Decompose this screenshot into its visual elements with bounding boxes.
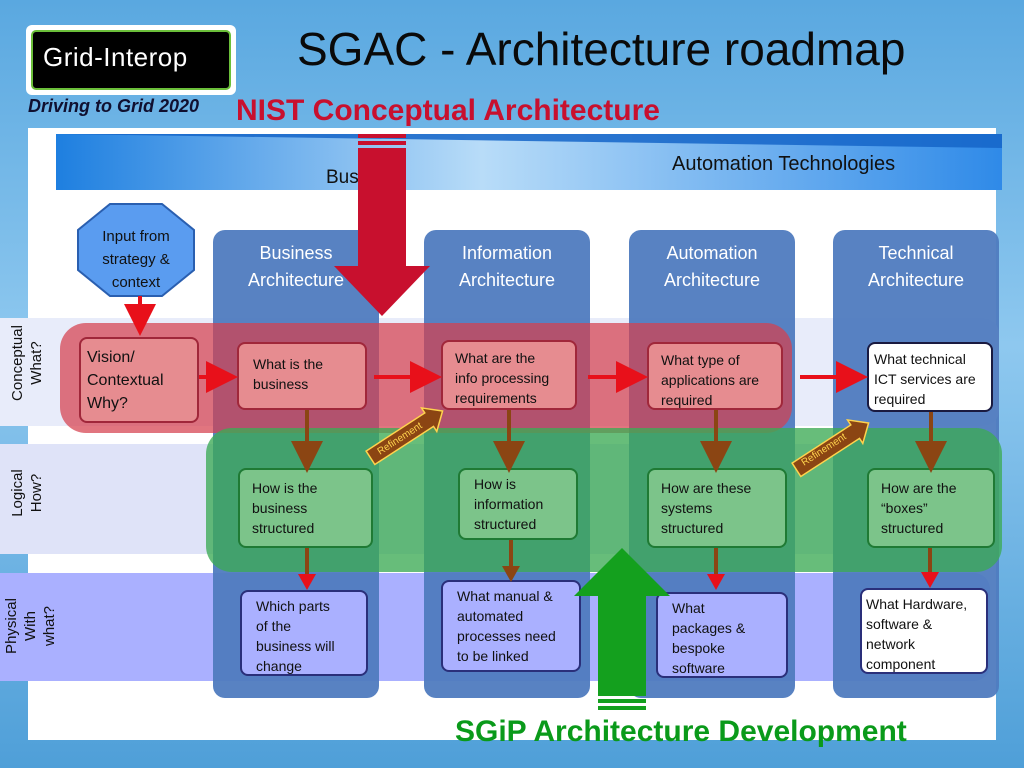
logical-box-business: How is the business structured (238, 468, 373, 548)
physical-box-business: Which parts of the business will change (240, 590, 368, 676)
logical-box-automation: How are these systems structured (647, 468, 787, 548)
banner-wedge (56, 134, 1002, 190)
sgip-label: SGiP Architecture Development (455, 715, 907, 748)
nist-label: NIST Conceptual Architecture (236, 94, 660, 127)
conceptual-box-automation: What type of applications are required (647, 342, 783, 410)
banner-right-text: Automation Technologies (672, 153, 896, 175)
vision-box: Vision/ Contextual Why? (79, 337, 199, 423)
physical-box-technical: What Hardware, software & network compon… (860, 588, 988, 674)
banner-left-text: Business (326, 167, 404, 188)
trademark: TM (218, 80, 229, 87)
logical-box-technical: How are the “boxes” structured (867, 468, 995, 548)
tagline: Driving to Grid 2020 (28, 96, 200, 116)
input-octagon-shape (77, 203, 195, 297)
slide-title: SGAC - Architecture roadmap (297, 23, 906, 75)
logical-box-information: How is information structured (458, 468, 578, 540)
physical-box-information: What manual & automated processes need t… (441, 580, 581, 672)
conceptual-box-business: What is the business (237, 342, 367, 410)
conceptual-box-information: What are the info processing requirement… (441, 340, 577, 410)
input-octagon: Input from strategy & context (102, 228, 170, 291)
logo-text: Grid-Interop (43, 42, 188, 72)
grid-interop-logo: Grid-Interop (26, 25, 236, 95)
logo-background: Grid-Interop (31, 30, 231, 90)
physical-box-automation: What packages & bespoke software (656, 592, 788, 678)
conceptual-box-technical: What technical ICT services are required (867, 342, 993, 412)
